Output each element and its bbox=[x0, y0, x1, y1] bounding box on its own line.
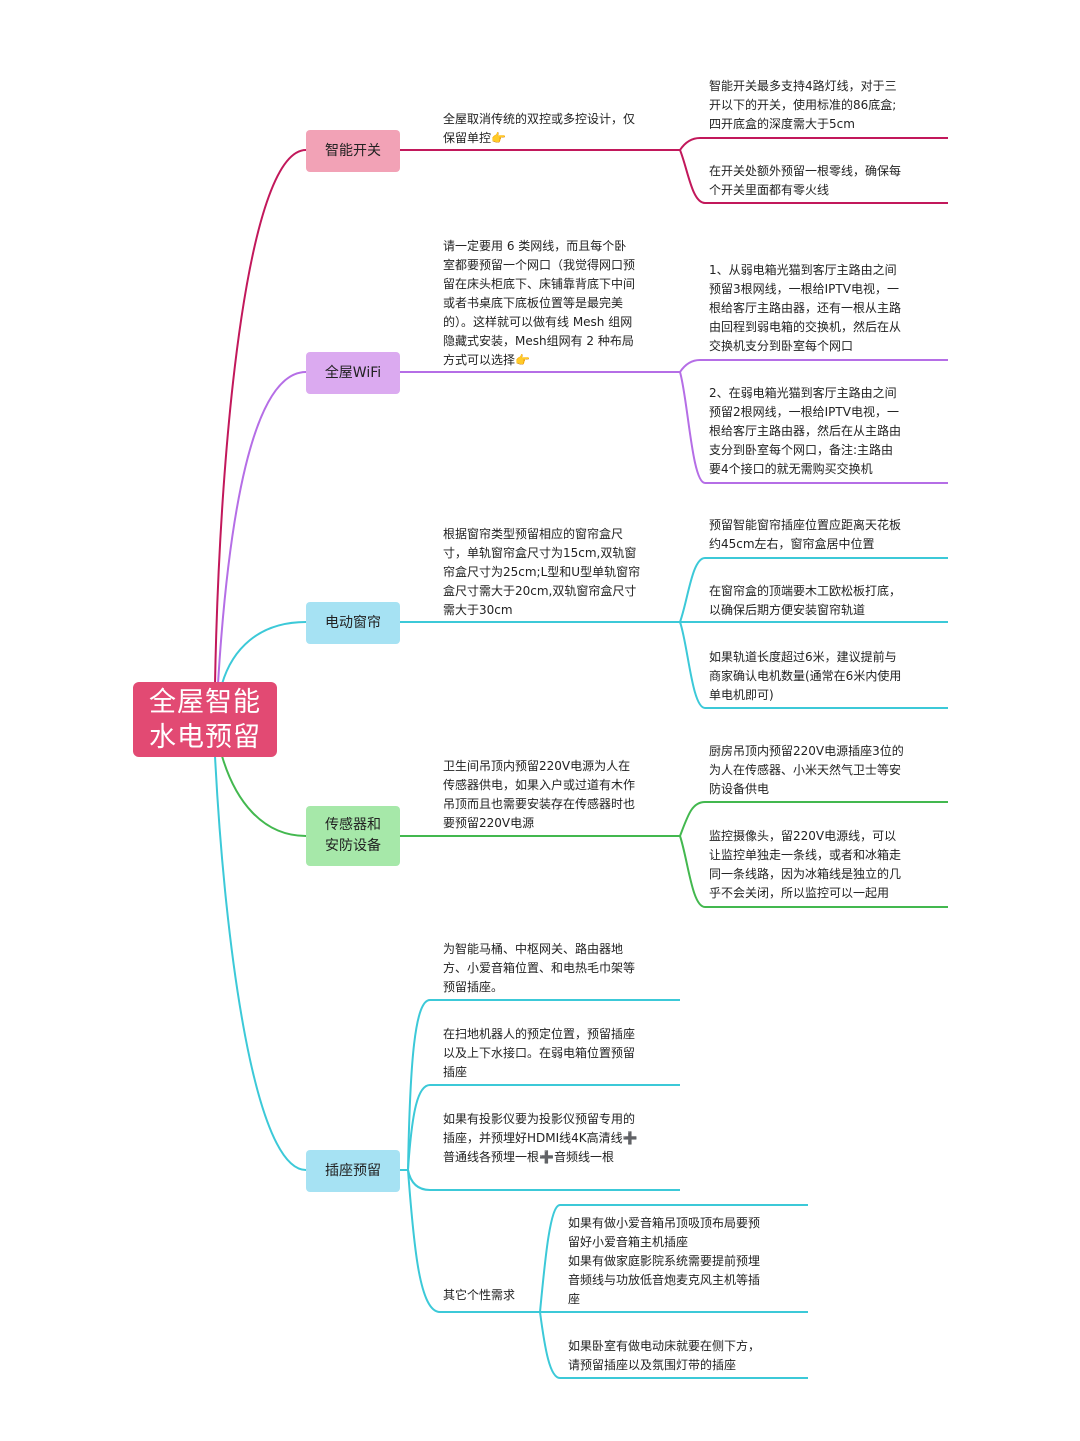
smart-switch-sub-text-2: 在开关处额外预留一根零线，确保每 个开关里面都有零火线 bbox=[709, 164, 902, 197]
sensor-sub1-underline bbox=[679, 801, 948, 837]
socket-item-text-3: 如果有投影仪要为投影仪预留专用的 插座，并预埋好HDMI线4K高清线➕ 普通线各… bbox=[443, 1112, 638, 1164]
socket-other-underline bbox=[407, 1169, 540, 1313]
branch-wifi[interactable]: 全屋WiFi bbox=[306, 352, 400, 394]
curtain-sub-text-2: 在窗帘盒的顶端要木工欧松板打底， 以确保后期方便安装窗帘轨道 bbox=[709, 584, 902, 617]
socket-item-text-1: 为智能马桶、中枢网关、路由器地 方、小爱音箱位置、和电热毛巾架等 预留插座。 bbox=[443, 942, 636, 994]
socket-item2-underline bbox=[407, 1084, 680, 1171]
curtain-main-text: 根据窗帘类型预留相应的窗帘盒尺 寸，单轨窗帘盒尺寸为15cm,双轨窗 帘盒尺寸为… bbox=[443, 527, 641, 617]
connector-sensor bbox=[221, 755, 307, 837]
wifi-main-text: 请一定要用 6 类网线，而且每个卧 室都要预留一个网口（我觉得网口预 留在床头柜… bbox=[443, 239, 636, 367]
wifi-sub1-underline bbox=[679, 359, 948, 373]
other-sub2-underline bbox=[539, 1311, 808, 1379]
smart-switch-sub-text-1: 智能开关最多支持4路灯线，对于三 开以下的开关，使用标准的86底盒; 四开底盒的… bbox=[709, 79, 897, 131]
socket-item1-underline bbox=[399, 999, 680, 1171]
switch-sub2-underline bbox=[679, 149, 948, 204]
root-node: 全屋智能 水电预留 bbox=[133, 682, 277, 757]
branch-socket[interactable]: 插座预留 bbox=[306, 1150, 400, 1192]
socket-item-text-2: 在扫地机器人的预定位置，预留插座 以及上下水接口。在弱电箱位置预留 插座 bbox=[443, 1027, 636, 1079]
curtain-sub1-underline bbox=[679, 557, 948, 623]
socket-other-sub-text-1: 如果有做小爱音箱吊顶吸顶布局要预 留好小爱音箱主机插座 如果有做家庭影院系统需要… bbox=[568, 1216, 761, 1306]
connector-socket bbox=[214, 755, 307, 1171]
connector-curtain bbox=[221, 621, 307, 685]
curtain-sub-text-1: 预留智能窗帘插座位置应距离天花板 约45cm左右，窗帘盒居中位置 bbox=[709, 518, 902, 551]
wifi-sub-text-2: 2、在弱电箱光猫到客厅主路由之间 预留2根网线，一根给IPTV电视，一 根给客厅… bbox=[709, 386, 902, 476]
wifi-sub2-underline bbox=[679, 371, 948, 484]
wifi-sub-text-1: 1、从弱电箱光猫到客厅主路由之间 预留3根网线，一根给IPTV电视，一 根给客厅… bbox=[709, 263, 902, 353]
branch-smart-switch[interactable]: 智能开关 bbox=[306, 130, 400, 172]
connector-wifi bbox=[217, 371, 307, 685]
connector-smart-switch bbox=[214, 149, 307, 685]
branch-sensor[interactable]: 传感器和 安防设备 bbox=[306, 806, 400, 866]
sensor-sub2-underline bbox=[679, 835, 948, 908]
socket-other-sub-text-2: 如果卧室有做电动床就要在侧下方， 请预留插座以及氛围灯带的插座 bbox=[568, 1339, 761, 1372]
switch-sub1-underline bbox=[679, 137, 948, 151]
socket-other-label: 其它个性需求 bbox=[443, 1288, 516, 1302]
sensor-sub-text-1: 厨房吊顶内预留220V电源插座3位的 为人在传感器、小米天然气卫士等安 防设备供… bbox=[709, 744, 904, 796]
branch-curtain[interactable]: 电动窗帘 bbox=[306, 602, 400, 644]
other-sub1-underline bbox=[539, 1204, 808, 1313]
sensor-main-text: 卫生间吊顶内预留220V电源为人在 传感器供电，如果入户或过道有木作 吊顶而且也… bbox=[443, 759, 636, 830]
smart-switch-main-text: 全屋取消传统的双控或多控设计，仅 保留单控👉 bbox=[443, 112, 636, 145]
curtain-sub3-underline bbox=[679, 621, 948, 709]
curtain-sub-text-3: 如果轨道长度超过6米，建议提前与 商家确认电机数量(通常在6米内使用 单电机即可… bbox=[709, 650, 902, 702]
socket-item3-underline bbox=[407, 1169, 680, 1191]
sensor-sub-text-2: 监控摄像头，留220V电源线，可以 让监控单独走一条线，或者和冰箱走 同一条线路… bbox=[709, 829, 902, 900]
